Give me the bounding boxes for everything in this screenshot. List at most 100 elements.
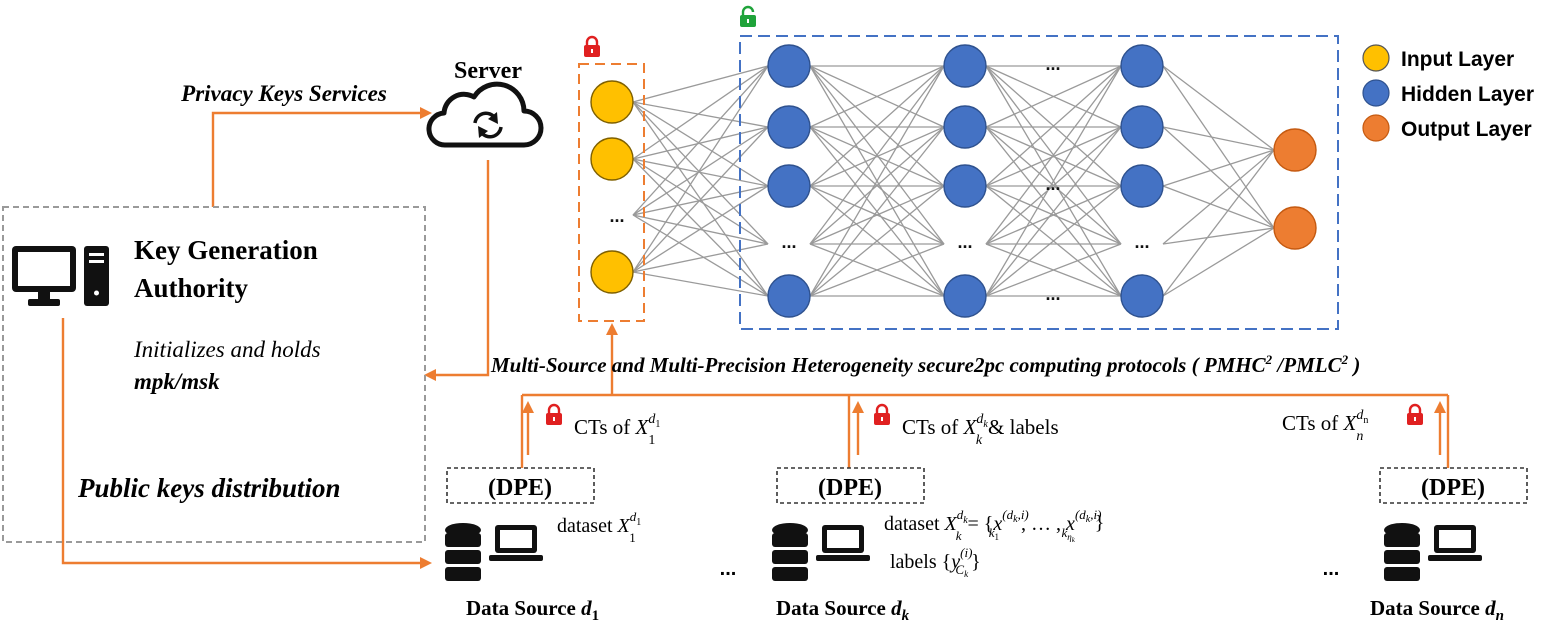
public-keys-label: Public keys distribution — [77, 473, 341, 503]
kga-desc-line1: Initializes and holds — [133, 337, 321, 362]
protocol-label: Multi-Source and Multi-Precision Heterog… — [490, 352, 1360, 377]
legend-input-swatch — [1362, 44, 1390, 72]
red-lock-icon — [874, 403, 890, 425]
legend-output-label: Output Layer — [1401, 118, 1532, 141]
network-edge — [632, 101, 769, 187]
network-edge — [985, 185, 1122, 245]
network-edge — [1162, 149, 1275, 187]
network-edge — [1162, 227, 1275, 297]
sources-ellipsis-2: ... — [1323, 558, 1340, 580]
legend-input-label: Input Layer — [1401, 48, 1514, 71]
database-laptop-icon — [772, 523, 870, 581]
data-source-1-name: Data Source d1 — [466, 596, 599, 624]
output-node — [1273, 206, 1317, 250]
network-edge — [985, 65, 1122, 187]
network-edge — [632, 126, 769, 216]
network-edge — [985, 185, 1122, 297]
hidden-node — [767, 164, 811, 208]
network-edge — [632, 158, 769, 245]
network-edge — [985, 65, 1122, 245]
cloud-sync-icon — [426, 81, 544, 148]
data-source-n-name: Data Source dn — [1370, 596, 1504, 624]
network-edge — [632, 65, 769, 273]
network-edge — [632, 214, 769, 297]
hidden-layer-2-ellipsis: ... — [957, 232, 972, 252]
network-edge — [809, 126, 945, 297]
kga-desc-line2: mpk/msk — [134, 369, 220, 394]
hidden-node — [943, 274, 987, 318]
hidden-layers-box — [739, 35, 1339, 330]
network-edge — [632, 214, 769, 245]
network-edge — [1162, 65, 1275, 229]
network-edge — [809, 65, 945, 187]
hidden-node — [1120, 164, 1164, 208]
network-edge — [985, 65, 1122, 297]
network-edge — [809, 126, 945, 245]
server-title: Server — [454, 58, 522, 84]
network-edge — [632, 65, 769, 216]
network-nodes — [590, 44, 1317, 318]
network-edge — [632, 126, 769, 273]
hidden-layer-3-ellipsis: ... — [1134, 232, 1149, 252]
network-edge — [632, 243, 769, 273]
kga-box — [2, 206, 426, 543]
network-edge — [809, 185, 945, 297]
hidden-node — [767, 274, 811, 318]
network-connections — [632, 65, 1275, 297]
red-lock-icon — [546, 403, 562, 425]
labels-label-source-k: labels {y(i)Ck} — [890, 545, 981, 579]
network-edge — [632, 158, 769, 187]
network-edge — [809, 65, 945, 297]
sources-ellipsis-1: ... — [720, 558, 737, 580]
hidden-ellipsis-mid: ... — [1045, 174, 1060, 194]
legend: Input Layer Hidden Layer Output Layer — [1362, 44, 1534, 142]
network-edge — [1162, 185, 1275, 229]
desktop-computer-icon — [12, 246, 109, 306]
dpe-label-source-n: (DPE) — [1421, 475, 1485, 501]
network-edge — [1162, 126, 1275, 229]
green-unlock-icon — [740, 5, 756, 27]
legend-hidden-swatch — [1362, 79, 1390, 107]
kga-title-line2: Authority — [134, 273, 248, 303]
input-layer-ellipsis: ... — [609, 206, 624, 226]
connector-lines — [61, 107, 1450, 569]
network-edge — [809, 185, 945, 245]
input-node — [590, 80, 634, 124]
dpe-label-source-k: (DPE) — [818, 475, 882, 501]
legend-hidden-label: Hidden Layer — [1401, 83, 1534, 106]
hidden-node — [943, 44, 987, 88]
input-node — [590, 137, 634, 181]
network-edge — [809, 65, 945, 128]
network-edge — [985, 126, 1122, 297]
hidden-node — [943, 164, 987, 208]
legend-output-swatch — [1362, 114, 1390, 142]
kga-title-line1: Key Generation — [134, 235, 318, 265]
network-edge — [632, 271, 769, 297]
network-edge — [632, 126, 769, 160]
dpe-label-source-1: (DPE) — [488, 475, 552, 501]
network-edge — [809, 65, 945, 245]
hidden-node — [1120, 274, 1164, 318]
input-layer-box — [578, 63, 645, 322]
hidden-node — [1120, 44, 1164, 88]
network-edge — [1162, 227, 1275, 245]
input-node — [590, 250, 634, 294]
red-lock-icon — [584, 35, 600, 57]
dpe-box-source-k — [776, 467, 925, 504]
network-edge — [985, 65, 1122, 128]
privacy-keys-label: Privacy Keys Services — [180, 81, 387, 106]
network-edge — [985, 126, 1122, 245]
dpe-box-source-1 — [446, 467, 595, 504]
data-source-k-name: Data Source dk — [776, 596, 910, 624]
network-edge — [632, 65, 769, 103]
network-edge — [632, 185, 769, 216]
network-edge — [632, 158, 769, 297]
hidden-ellipsis-top: ... — [1045, 54, 1060, 74]
